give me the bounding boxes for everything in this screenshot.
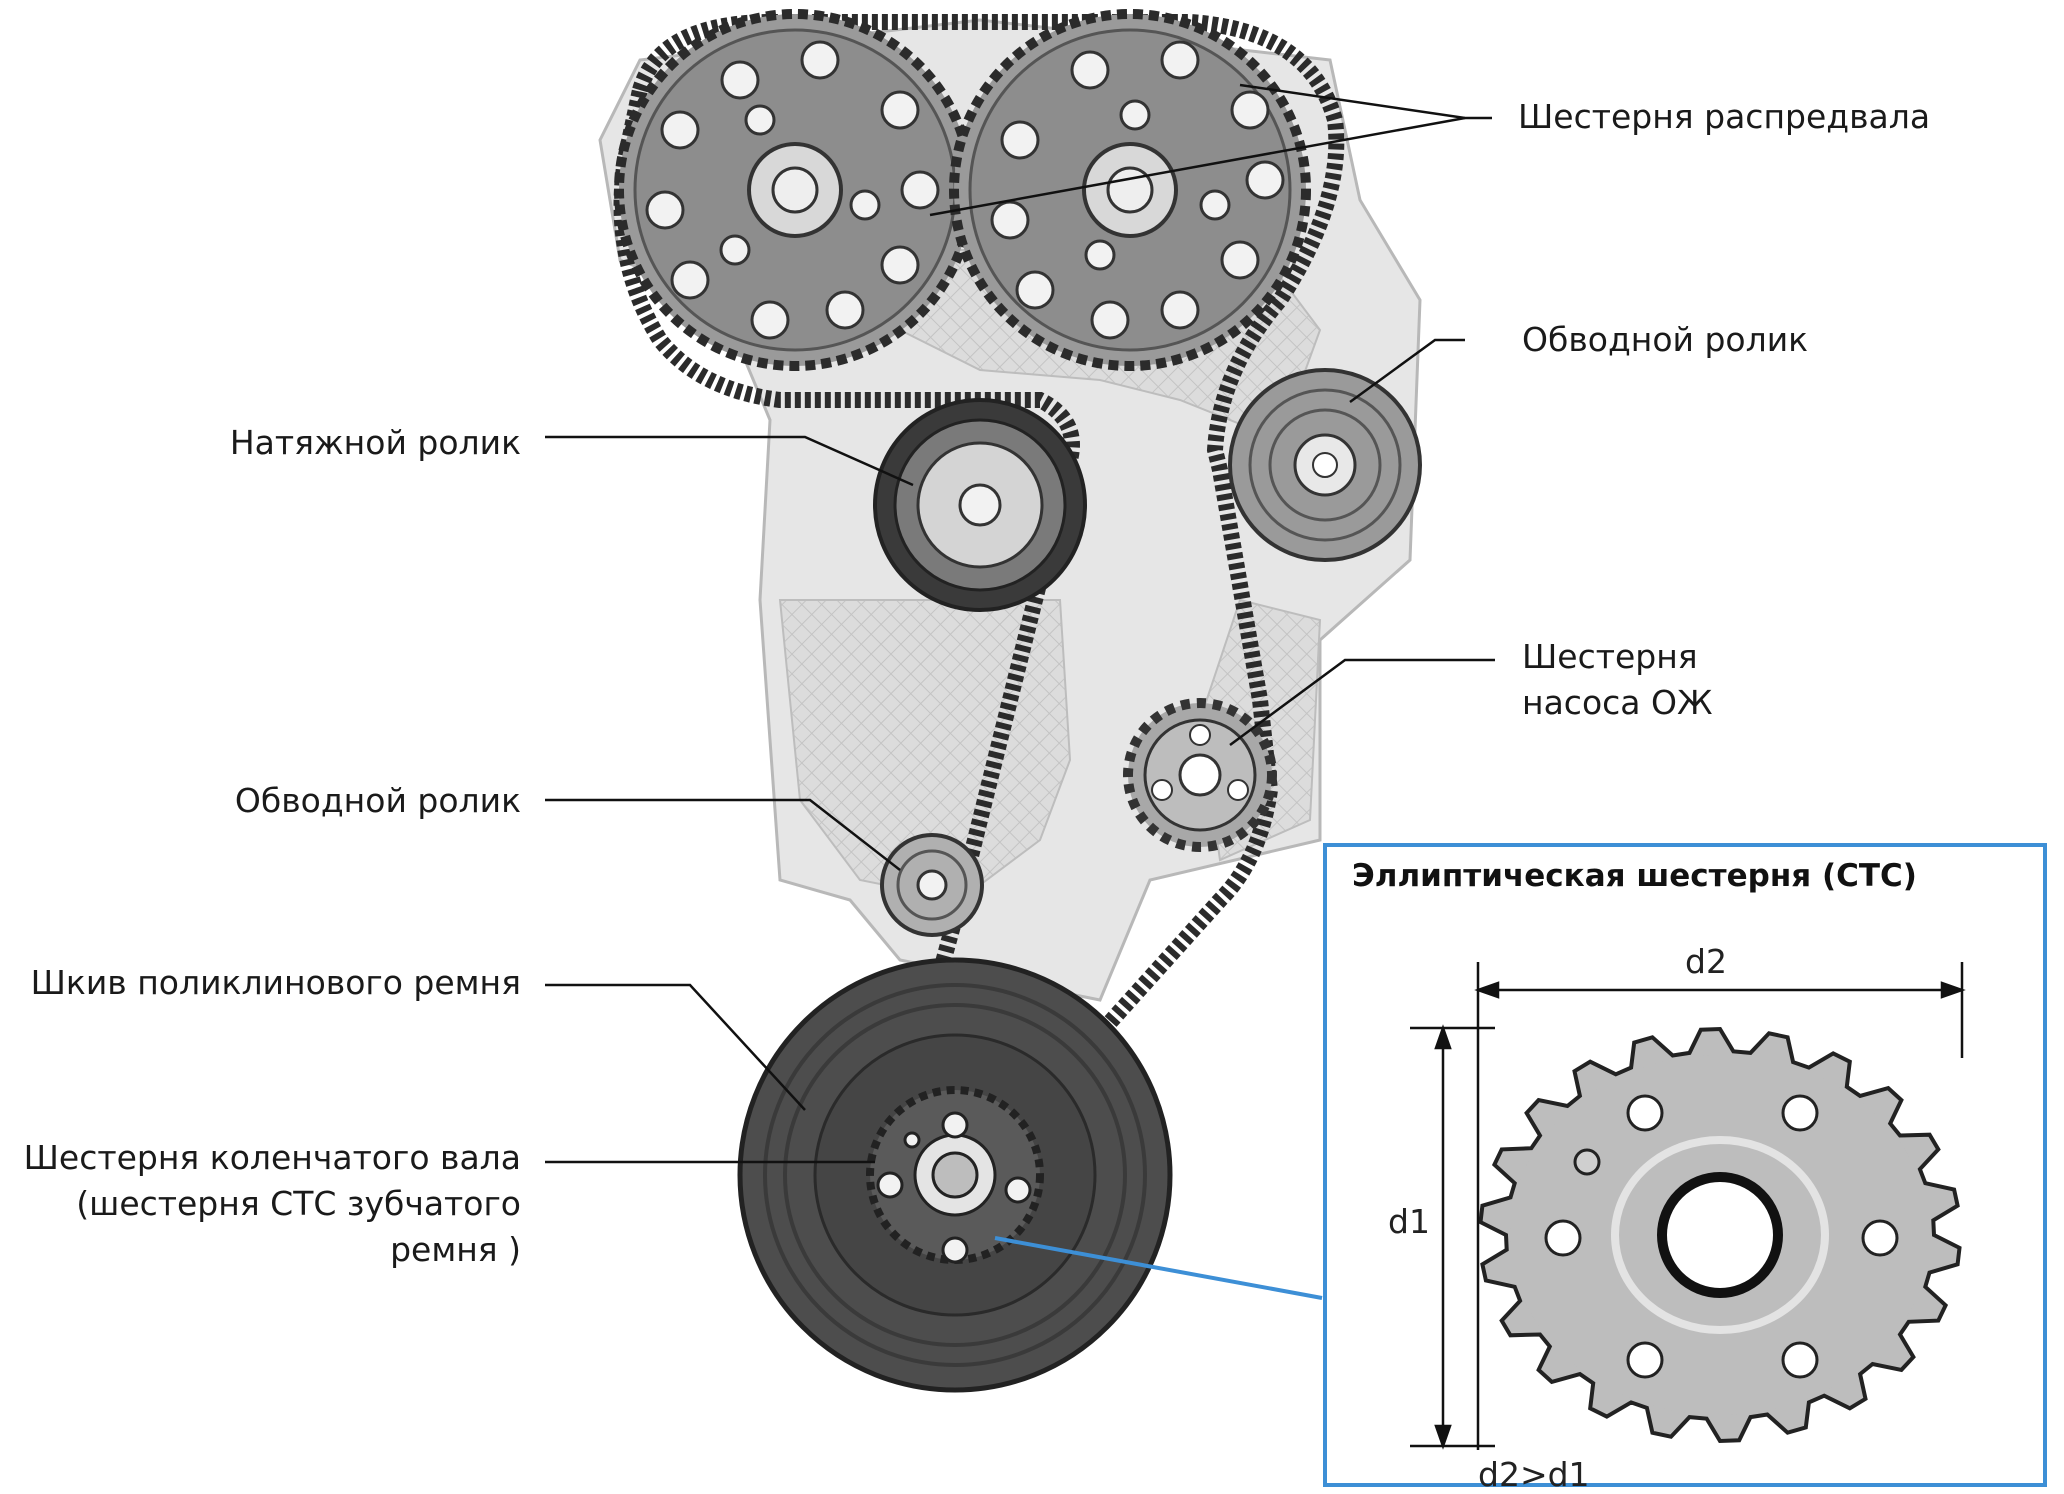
crankshaft-gear — [866, 1086, 1044, 1264]
label-crank-gear-line1: Шестерня коленчатого вала — [23, 1138, 521, 1177]
elliptical-gear — [1478, 1026, 1962, 1444]
label-water-pump-gear-line2: насоса ОЖ — [1522, 683, 1713, 722]
label-idler-roller-bottom: Обводной ролик — [234, 781, 521, 820]
tensioner-roller — [873, 398, 1087, 612]
label-camshaft-gear: Шестерня распредвала — [1518, 97, 1931, 136]
camshaft-gear-left — [614, 9, 976, 371]
camshaft-gear-right — [949, 9, 1311, 371]
inset-title: Эллиптическая шестерня (СТС) — [1352, 858, 1917, 894]
label-water-pump-gear-line1: Шестерня — [1522, 637, 1698, 676]
leader-lines — [545, 83, 1495, 1164]
dimension-lines — [1410, 962, 1966, 1450]
water-pump-gear — [1123, 698, 1277, 852]
dim-d1-label: d1 — [1388, 1202, 1430, 1241]
idler-roller-top — [1228, 368, 1422, 562]
idler-roller-bottom — [880, 833, 984, 937]
dim-relation-label: d2>d1 — [1478, 1455, 1590, 1494]
dim-d2-label: d2 — [1685, 942, 1727, 981]
block-hatch-left — [778, 599, 1072, 902]
label-poly-v-pulley: Шкив поликлинового ремня — [30, 963, 521, 1002]
label-crank-gear-line3: ремня ) — [390, 1230, 521, 1269]
label-crank-gear-line2: (шестерня СТС зубчатого — [76, 1184, 521, 1223]
label-tensioner-roller: Натяжной ролик — [229, 423, 521, 462]
label-idler-roller-top: Обводной ролик — [1522, 320, 1809, 359]
inset-connector — [994, 1236, 1323, 1300]
